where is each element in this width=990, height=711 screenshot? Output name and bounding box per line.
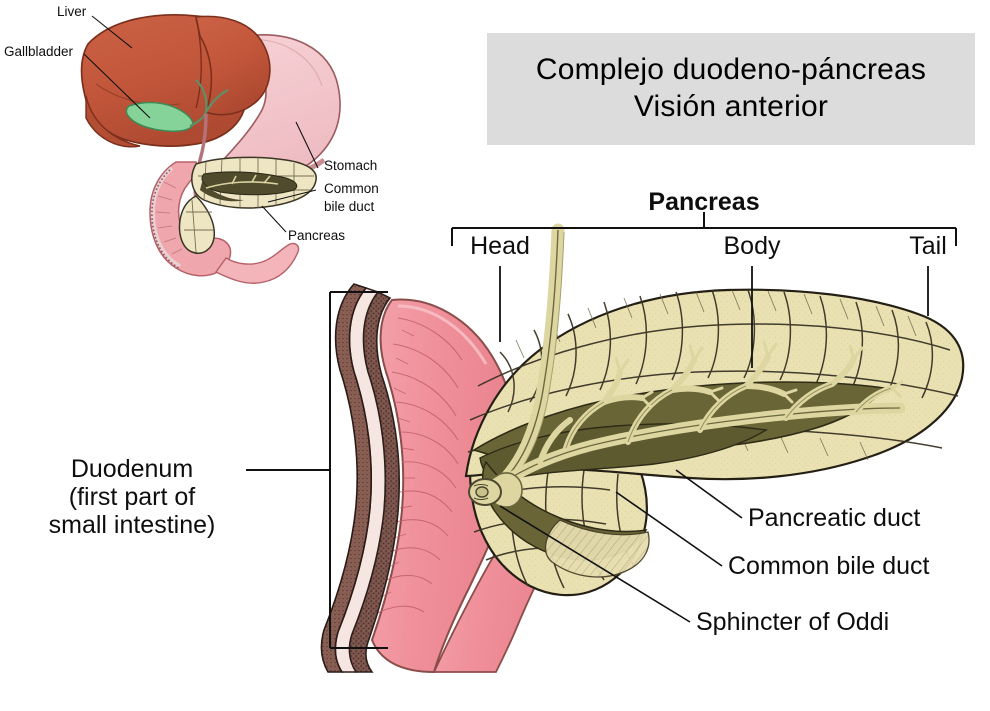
inset-liver-right-lobe: [195, 15, 271, 116]
inset-gallbladder: [125, 101, 194, 132]
pancreas-bracket: [451, 212, 957, 246]
pancreas-head-cut-face: [544, 519, 650, 578]
inset-duodenum-descending: [214, 242, 300, 284]
title-line-1: Complejo duodeno-páncreas: [535, 53, 927, 87]
duct-twigs: [614, 340, 904, 408]
region-label-head: Head: [470, 232, 530, 260]
inset-diagram: [80, 14, 341, 284]
inset-label-gallbladder: Gallbladder: [4, 44, 74, 59]
inset-label-liver: Liver: [57, 4, 87, 19]
duodenum-label-line3: small intestine): [48, 511, 216, 539]
duodenum-folds: [375, 317, 463, 615]
label-pancreatic-duct: Pancreatic duct: [748, 504, 921, 532]
pancreas-bracket-title: Pancreas: [648, 188, 760, 216]
inset-leaders: [83, 15, 319, 233]
inset-label-pancreas: Pancreas: [288, 228, 346, 243]
duodenum-label-line1: Duodenum: [70, 455, 194, 483]
right-leaders: [499, 469, 743, 623]
inset-label-stomach: Stomach: [324, 158, 378, 173]
region-label-tail: Tail: [909, 232, 947, 260]
inset-label-common-bile-duct-line2: bile duct: [324, 199, 375, 214]
region-label-body: Body: [723, 232, 781, 260]
title-line-2: Visión anterior: [633, 90, 829, 123]
duodenum-muscularis: [320, 283, 372, 673]
label-common-bile-duct: Common bile duct: [728, 552, 930, 580]
inset-pancreas-cut: [201, 171, 298, 196]
inset-pancreas-head: [178, 195, 216, 254]
region-leaders: [499, 266, 929, 368]
label-sphincter-of-oddi: Sphincter of Oddi: [696, 608, 890, 636]
duodenum-bracket: [246, 291, 388, 649]
duodenum-label-line2: (first part of: [68, 483, 196, 511]
main-diagram: [246, 212, 965, 674]
inset-label-common-bile-duct-line1: Common: [324, 181, 379, 196]
sphincter-of-oddi: [468, 478, 502, 506]
inset-bile-duct: [189, 79, 229, 127]
title-card: Complejo duodeno-páncreas Visión anterio…: [487, 33, 975, 145]
